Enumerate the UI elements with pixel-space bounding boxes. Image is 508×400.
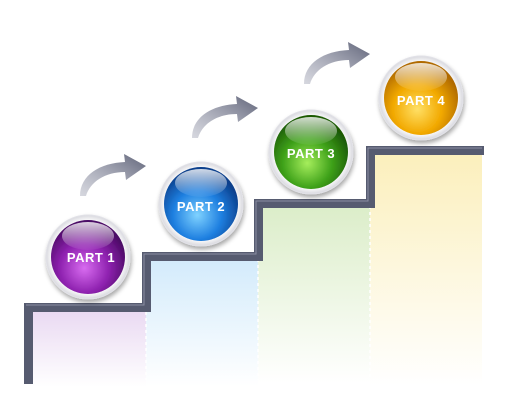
step-3-label: PART 3	[287, 146, 335, 161]
curved-arrow-right-icon	[80, 154, 146, 196]
step-4-ball: PART 4	[378, 55, 464, 141]
step-3-fill	[258, 203, 370, 383]
step-1-fill	[30, 307, 146, 387]
step-3-ball: PART 3	[268, 109, 354, 195]
staircase-outline	[24, 146, 484, 384]
step-fills	[30, 150, 482, 387]
step-4-fill	[370, 150, 482, 385]
step-1-ball: PART 1	[45, 214, 131, 300]
staircase-highlight	[26, 147, 482, 306]
curved-arrow-right-icon	[304, 42, 370, 84]
step-2-label: PART 2	[177, 199, 225, 214]
step-4-label: PART 4	[397, 93, 446, 108]
step-1-label: PART 1	[67, 250, 115, 265]
arrows	[80, 42, 370, 196]
step-2-fill	[146, 256, 258, 386]
step-2-ball: PART 2	[158, 161, 244, 247]
curved-arrow-right-icon	[192, 96, 258, 138]
